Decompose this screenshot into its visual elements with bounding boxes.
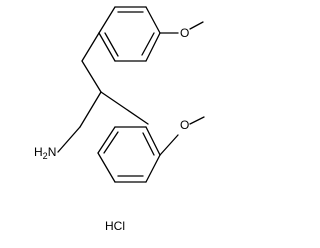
lower-methoxy-group: O [159, 116, 205, 156]
ethylene-linker [57, 32, 149, 153]
upper-methoxy-group: O [159, 21, 204, 40]
methoxy-oxygen-upper: O [180, 26, 189, 40]
lower-benzene-ring [97, 126, 161, 183]
methoxy-oxygen-lower: O [180, 118, 189, 132]
chemical-structure: O H2N O HCl [34, 6, 205, 233]
upper-benzene-ring [98, 6, 161, 62]
amine-group: H2N [34, 145, 56, 161]
hydrochloride-label: HCl [105, 219, 125, 233]
